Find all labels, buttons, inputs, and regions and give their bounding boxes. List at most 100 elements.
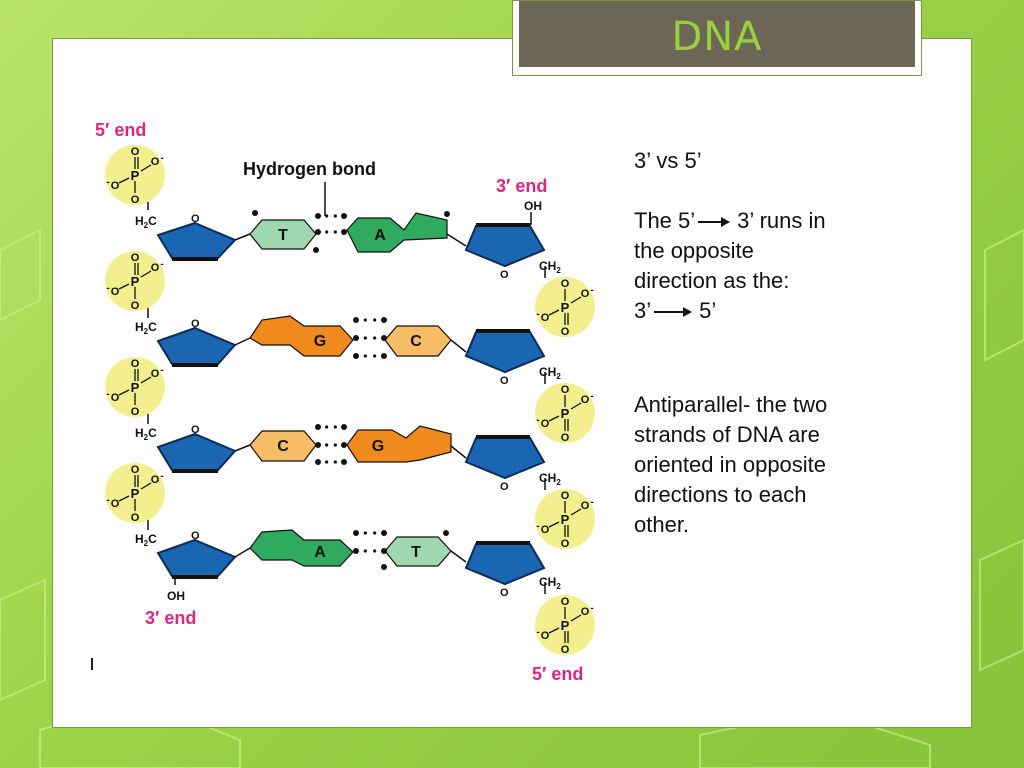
hydrogen-bond-label: Hydrogen bond (243, 159, 376, 179)
sugar-right-1 (464, 223, 546, 268)
phosphate-o-label: O (561, 490, 570, 502)
phosphate-o-label: O (541, 418, 550, 430)
base-2-left-letter: G (314, 333, 326, 350)
phosphate-charge-label: - (536, 627, 539, 638)
para1-line3: direction as the: (634, 268, 790, 293)
base-2-right (384, 325, 452, 357)
hydrogen-bond-dot (325, 230, 329, 234)
oh-label-bottom: OH (167, 589, 185, 603)
hydrogen-bond-dot (363, 354, 367, 358)
phosphate-circle (105, 145, 165, 205)
hydrogen-bond-dot (341, 442, 347, 448)
para1-line4-a: 3’ (634, 298, 652, 323)
phosphate-o-label: O (151, 156, 160, 168)
base-3-right-letter: G (372, 438, 384, 455)
phosphate-circle (105, 251, 165, 311)
phosphate-o-label: O (541, 524, 550, 536)
phosphate-bond (548, 521, 560, 528)
hydrogen-bond-dot (315, 442, 321, 448)
base-pair-4: A T (249, 529, 452, 567)
para2-line4: directions to each (634, 482, 807, 507)
base-pair-2: G C (249, 315, 452, 357)
base-pair-1: T A (249, 212, 448, 253)
phosphate-o-label: O (541, 630, 550, 642)
text-heading: 3’ vs 5’ (634, 146, 904, 176)
base-4-left (249, 529, 354, 567)
phosphate-charge-label: - (106, 495, 109, 506)
hydrogen-bond-dot (373, 531, 377, 535)
ch2-label-3: CH2 (539, 471, 561, 487)
para2-line3: oriented in opposite (634, 452, 827, 477)
base-pair-3: C G (249, 425, 452, 463)
hydrogen-bond-dot (315, 213, 321, 219)
phosphate-charge-label: - (160, 365, 163, 376)
para1-line1-b: 3’ runs in (737, 208, 826, 233)
phosphate-circle (105, 357, 165, 417)
ch2-label-4: CH2 (539, 575, 561, 591)
phosphate-o-label: O (581, 500, 590, 512)
para1-line4-b: 5’ (699, 298, 717, 323)
sugar-left-2 (156, 326, 237, 367)
base-1-right-letter: A (374, 227, 386, 244)
sugar-left-3 (156, 432, 237, 473)
hydrogen-bond-dot (381, 353, 387, 359)
hydrogen-bond-dot (381, 530, 387, 536)
hydrogen-bond-dot (325, 214, 329, 218)
phosphate-o-label: O (111, 286, 120, 298)
phosphate-o-label: O (131, 146, 140, 158)
para1-line1-a: The 5’ (634, 208, 696, 233)
phosphate-bond (570, 614, 582, 622)
phosphate-bond (548, 415, 560, 422)
phosphate-o-label: O (541, 312, 550, 324)
phosphate-o-label: O (581, 394, 590, 406)
phosphate-charge-label: - (590, 497, 593, 508)
phosphate-o-label: O (151, 474, 160, 486)
phosphate-p-label: P (131, 274, 140, 289)
base-3-right (346, 425, 452, 463)
hydrogen-bond-dot (333, 214, 337, 218)
para1-line1: The 5’ 3’ runs in (634, 206, 904, 236)
phosphate-charge-label: - (160, 153, 163, 164)
h2c-label-2: H2C (135, 320, 157, 336)
base-3-left-letter: C (277, 438, 289, 455)
atom-dot (252, 210, 258, 216)
hydrogen-bond-dot (315, 459, 321, 465)
arrow-right-icon (698, 217, 731, 228)
phosphate-bond (118, 495, 130, 502)
right-sugars (464, 223, 546, 586)
phosphate-bond (118, 389, 130, 396)
phosphate-charge-label: - (536, 521, 539, 532)
phosphate-o-label: O (131, 512, 140, 524)
atom-dot (313, 247, 319, 253)
base-2-right-letter: C (410, 333, 422, 350)
hydrogen-bond-dot (363, 531, 367, 535)
text-paragraph-1: The 5’ 3’ runs in the opposite direction … (634, 206, 904, 326)
hydrogen-bond-dot (341, 459, 347, 465)
phosphate-bond (548, 309, 560, 316)
hydrogen-bond-dot (363, 318, 367, 322)
para1-line2: the opposite (634, 238, 754, 263)
ring-o-right-1: O (500, 269, 509, 281)
phosphate-o-label: O (131, 252, 140, 264)
sugar-left-4 (156, 538, 237, 579)
phosphate-p-label: P (561, 618, 570, 633)
oh-label-top: OH (524, 199, 542, 213)
phosphate-p-label: P (561, 512, 570, 527)
phosphate-bond (570, 402, 582, 410)
phosphate-o-label: O (581, 288, 590, 300)
phosphate-o-label: O (561, 432, 570, 444)
three-end-bottom-label: 3′ end (145, 608, 196, 628)
base-1-right (346, 212, 448, 253)
hydrogen-bond-dot (353, 548, 359, 554)
phosphate-bond (118, 283, 130, 290)
hydrogen-bond-dot (381, 317, 387, 323)
phosphate-o-label: O (561, 278, 570, 290)
phosphate-circle (535, 277, 595, 337)
phosphate-charge-label: - (160, 471, 163, 482)
base-2-left (249, 315, 354, 357)
